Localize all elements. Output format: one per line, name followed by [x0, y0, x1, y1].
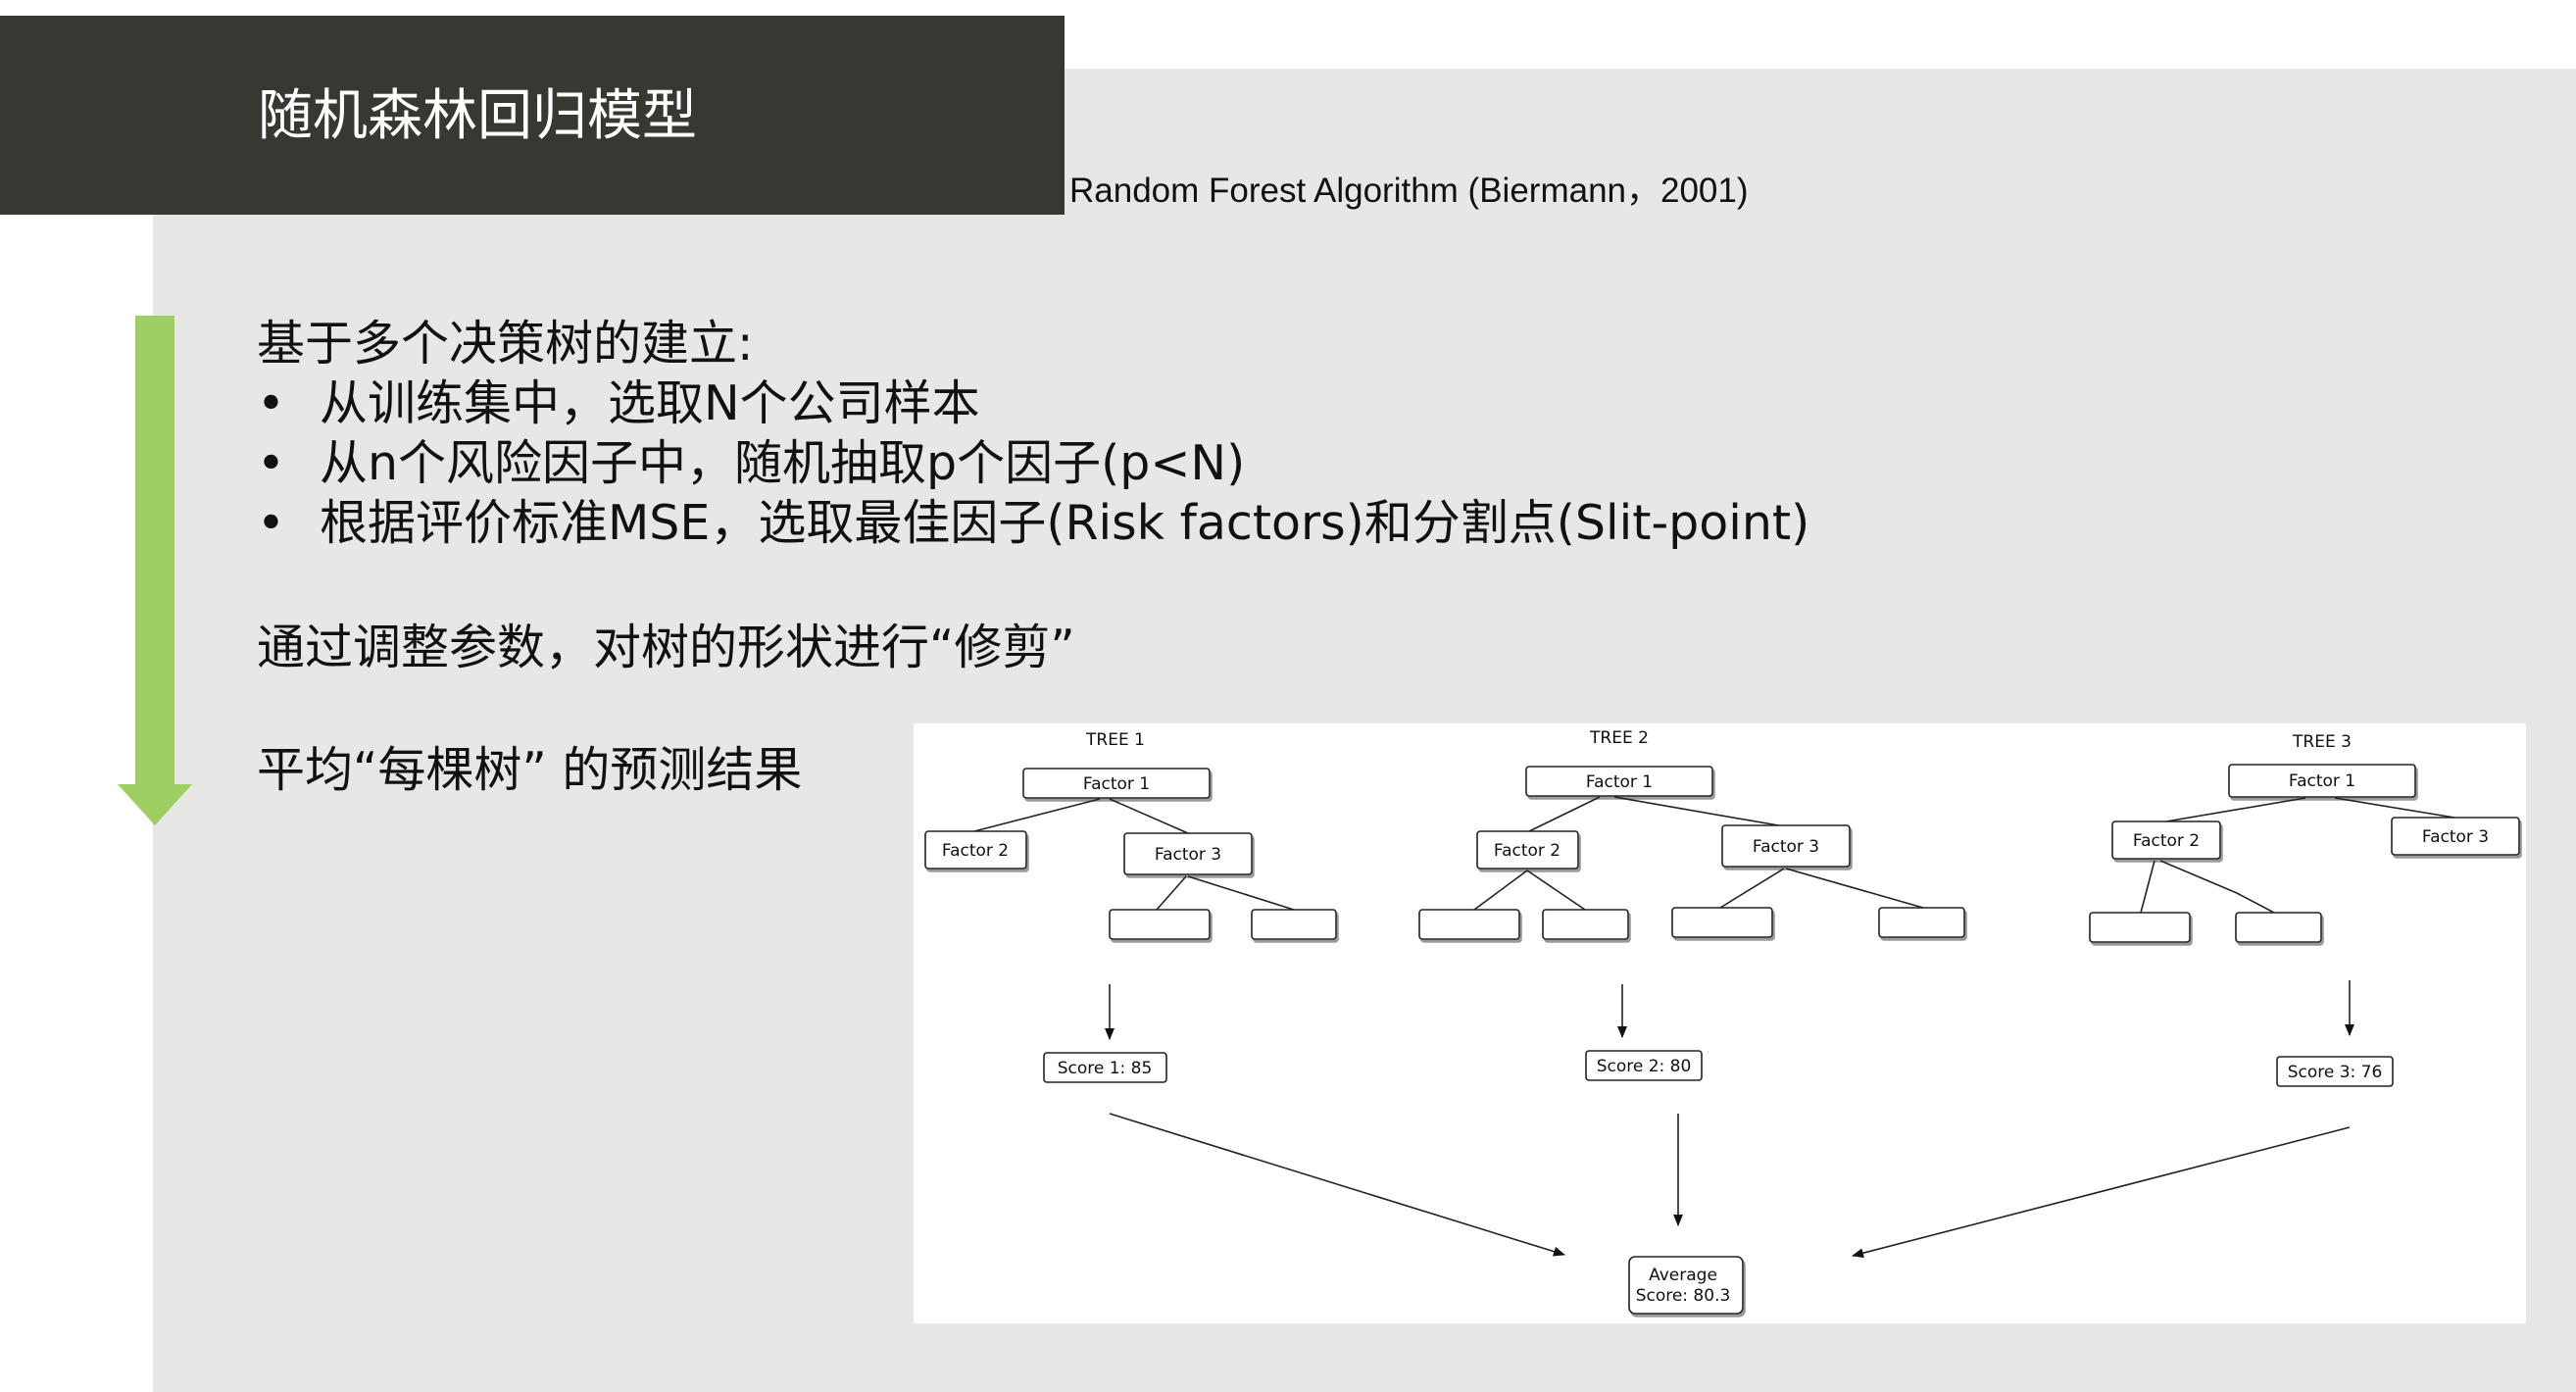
slide-title: 随机森林回归模型 — [258, 84, 697, 148]
tree-3-right-label: Factor 3 — [2422, 827, 2489, 847]
tree-2-score: Score 2: 80 — [1597, 1057, 1692, 1076]
tree-2-leaf-node — [1418, 909, 1520, 940]
average-score-box — [1628, 1256, 1744, 1315]
tree-1-root-label: Factor 1 — [1083, 774, 1150, 794]
tree-2-leaf-node — [1542, 909, 1629, 940]
random-forest-svg: TREE 1 Factor 1 Factor 2 Factor 3 Score … — [924, 728, 2520, 1315]
tree-3-leaf-node — [2089, 912, 2191, 943]
bullet-dot: • — [257, 375, 285, 431]
tree-2-label: TREE 2 — [1589, 728, 1649, 748]
tree-1-score: Score 1: 85 — [1058, 1059, 1153, 1078]
tree-3-score: Score 3: 76 — [2288, 1063, 2383, 1082]
tree-2-leaf-node — [1878, 907, 1965, 938]
average-text: 平均“每棵树” 的预测结果 — [257, 742, 803, 798]
tree-3-root-node — [2228, 764, 2416, 798]
intro-text: 基于多个决策树的建立: — [257, 316, 754, 372]
bullet-item: • 根据评价标准MSE，选取最佳因子(Risk factors)和分割点(Slit… — [257, 493, 1809, 553]
tree-3-leaf-node — [2235, 912, 2322, 943]
tree-2-left-node — [1476, 830, 1579, 870]
tree-3-right-node — [2391, 817, 2520, 856]
random-forest-diagram: TREE 1 Factor 1 Factor 2 Factor 3 Score … — [914, 723, 2526, 1323]
tree-2-right-label: Factor 3 — [1753, 837, 1819, 857]
tree-3-score-box — [2276, 1056, 2394, 1087]
tree-3-left-label: Factor 2 — [2133, 831, 2200, 851]
tree-1-label: TREE 1 — [1085, 730, 1145, 750]
tree-1-right-node — [1123, 832, 1253, 875]
tree-3-label: TREE 3 — [2292, 732, 2352, 752]
tree-3-left-node — [2111, 820, 2221, 860]
bullet-dot: • — [257, 435, 285, 491]
diagram-caption: Random Forest Algorithm (Biermann，2001) — [1069, 172, 1749, 210]
tree-1-root-node — [1022, 768, 1211, 799]
tree-2-right-node — [1721, 824, 1851, 868]
tree-2-root-node — [1525, 766, 1713, 797]
tree-2-left-label: Factor 2 — [1494, 841, 1560, 861]
tree-1-right-label: Factor 3 — [1155, 845, 1221, 865]
bullet-item: • 从n个风险因子中，随机抽取p个因子(p<N) — [257, 433, 1809, 493]
average-label-line2: Score: 80.3 — [1636, 1286, 1731, 1306]
tree-3-root-label: Factor 1 — [2289, 771, 2355, 791]
progress-arrow-shaft — [135, 316, 174, 786]
bullet-dot: • — [257, 495, 285, 551]
tree-1-leaf-node — [1251, 909, 1337, 940]
progress-arrow-head — [118, 784, 192, 825]
bullet-text: 从训练集中，选取N个公司样本 — [320, 375, 980, 431]
bullet-text: 从n个风险因子中，随机抽取p个因子(p<N) — [320, 435, 1246, 491]
bullet-text: 根据评价标准MSE，选取最佳因子(Risk factors)和分割点(Slit-… — [320, 495, 1810, 551]
tree-1-leaf-node — [1109, 909, 1211, 940]
average-label-line1: Average — [1649, 1266, 1717, 1285]
tree-2-root-label: Factor 1 — [1586, 772, 1653, 792]
tree-1-score-box — [1043, 1052, 1167, 1083]
tree-2-score-box — [1585, 1050, 1703, 1081]
tree-2-leaf-node — [1671, 907, 1773, 938]
bullet-list: •从训练集中，选取N个公司样本 •从n个风险因子中，随机抽取p个因子(p<N) … — [257, 373, 1809, 553]
pruning-text: 通过调整参数，对树的形状进行“修剪” — [257, 620, 1075, 675]
bullet-item: • 从训练集中，选取N个公司样本 — [257, 373, 1809, 433]
tree-1-left-node — [924, 830, 1027, 870]
title-bar — [0, 16, 1065, 215]
tree-1-left-label: Factor 2 — [942, 841, 1009, 861]
